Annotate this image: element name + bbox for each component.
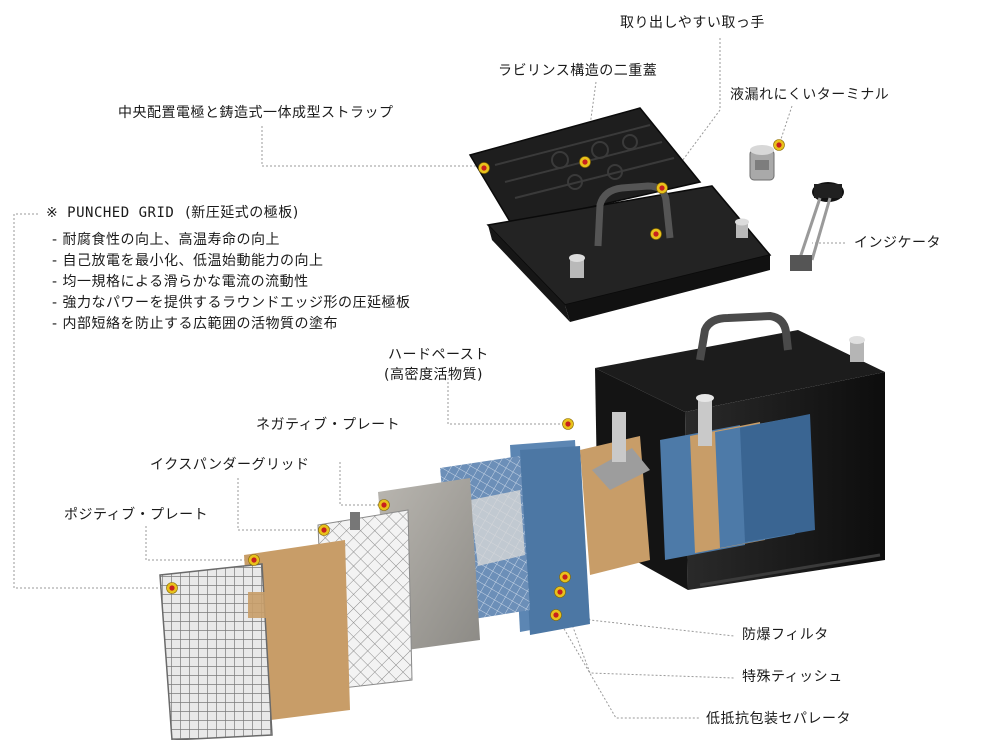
leader-strap: [261, 126, 484, 167]
positive-plate-shape: [244, 540, 350, 722]
callout-marker-center: [659, 185, 665, 191]
callout-marker-center: [553, 612, 559, 618]
leader-negative-plate: [339, 462, 384, 506]
feature-item: - 耐腐食性の向上、高温寿命の向上: [52, 232, 281, 248]
punched-grid-shape: [159, 563, 273, 740]
callout-marker-center: [557, 589, 563, 595]
loose-terminal: [749, 145, 775, 181]
case-handle: [696, 311, 792, 361]
callout-marker-center: [565, 421, 571, 427]
punched-grid-feature-list: - 耐腐食性の向上、高温寿命の向上 - 自己放電を最小化、低温始動能力の向上 -…: [52, 230, 411, 335]
leader-separator: [555, 614, 700, 719]
label-expander-grid: イクスパンダーグリッド: [150, 457, 310, 473]
exploded-plates: [159, 394, 714, 740]
label-negative-plate: ネガティブ・プレート: [256, 417, 401, 433]
leader-hard-paste: [447, 378, 568, 425]
label-positive-plate: ポジティブ・プレート: [64, 507, 209, 523]
label-terminal: 液漏れにくいターミナル: [730, 87, 890, 103]
label-separator: 低抵抗包装セパレータ: [706, 711, 851, 727]
lid-assembly: [468, 107, 844, 322]
label-handle: 取り出しやすい取っ手: [620, 15, 765, 31]
lid-handle: [594, 182, 674, 247]
punched-grid-title: ※ PUNCHED GRID (新圧延式の極板): [46, 204, 299, 222]
callout-marker-center: [169, 585, 175, 591]
lid-terminals: [569, 218, 749, 278]
label-hard-paste-sub: (高密度活物質): [384, 367, 483, 383]
feature-item: - 自己放電を最小化、低温始動能力の向上: [52, 253, 324, 269]
label-special-tissue: 特殊ティッシュ: [742, 669, 843, 685]
case-plate-stack: [660, 414, 815, 560]
callout-marker-center: [481, 165, 487, 171]
leader-terminal: [778, 105, 793, 146]
case-top: [595, 330, 885, 412]
callout-marker-center: [251, 557, 257, 563]
callout-marker-center: [653, 231, 659, 237]
callout-marker-center: [776, 142, 782, 148]
feature-item: - 強力なパワーを提供するラウンドエッジ形の圧延極板: [52, 295, 411, 311]
indicator-device: [790, 182, 844, 271]
punched-grid-subtitle: (新圧延式の極板): [185, 205, 299, 221]
label-explosion-filter: 防爆フィルタ: [742, 627, 829, 643]
callout-markers: [166, 139, 785, 621]
leader-expander-grid: [237, 478, 324, 531]
label-labyrinth-lid: ラビリンス構造の二重蓋: [498, 63, 658, 79]
feature-item: - 均一規格による滑らかな電流の流動性: [52, 274, 309, 290]
feature-item: - 内部短絡を防止する広範囲の活物質の塗布: [52, 316, 339, 332]
callout-marker-center: [381, 502, 387, 508]
callout-marker-center: [321, 527, 327, 533]
callout-marker-center: [562, 574, 568, 580]
leader-positive-plate: [145, 526, 254, 561]
label-hard-paste: ハードペースト: [388, 347, 489, 363]
label-indicator: インジケータ: [854, 235, 941, 251]
callout-marker-center: [582, 159, 588, 165]
punched-grid-title-text: ※ PUNCHED GRID: [46, 205, 175, 221]
label-strap: 中央配置電極と鋳造式一体成型ストラップ: [118, 105, 394, 121]
leader-punched-grid: [13, 213, 172, 589]
